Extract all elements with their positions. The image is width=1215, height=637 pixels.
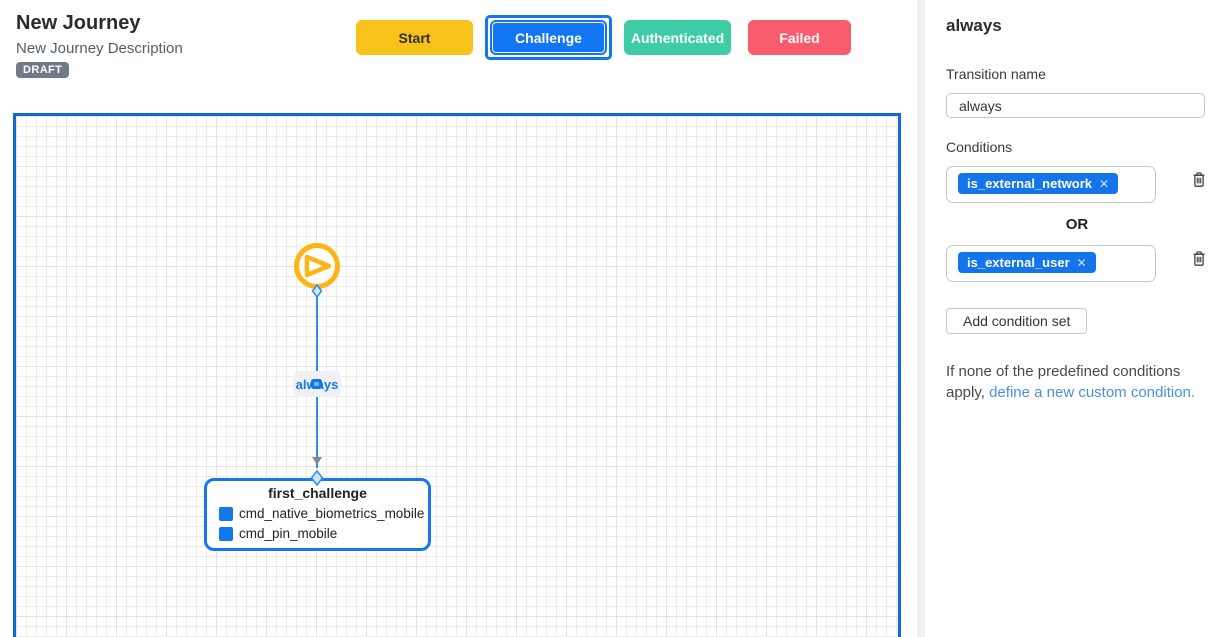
node-item-row[interactable]: cmd_pin_mobile (219, 526, 428, 541)
status-badge: DRAFT (16, 62, 70, 78)
condition-set-input[interactable]: is_external_user ✕ (946, 245, 1156, 282)
page-description: New Journey Description (16, 40, 183, 57)
condition-chip[interactable]: is_external_network ✕ (958, 173, 1119, 194)
command-square-icon (219, 506, 233, 521)
delete-condition-set-button[interactable] (1190, 171, 1208, 189)
edge-source-diamond-icon (311, 283, 323, 299)
command-square-icon (219, 526, 233, 541)
condition-chip[interactable]: is_external_user ✕ (958, 252, 1096, 273)
condition-badge-icon (311, 379, 322, 389)
transition-properties-panel: always Transition name Conditions is_ext… (925, 0, 1215, 637)
node-first-challenge[interactable]: first_challenge cmd_native_biometrics_mo… (204, 478, 431, 551)
node-item-label: cmd_native_biometrics_mobile (239, 506, 425, 521)
close-icon[interactable]: ✕ (1099, 176, 1110, 191)
condition-set-row: is_external_user ✕ (946, 245, 1208, 282)
conditions-section: is_external_network ✕ OR (946, 166, 1208, 282)
play-circle-icon (294, 243, 340, 289)
add-condition-set-button[interactable]: Add condition set (946, 308, 1088, 334)
edge-label-always[interactable]: always (293, 371, 341, 397)
transition-name-label: Transition name (946, 66, 1046, 82)
challenge-state-button[interactable]: Challenge (485, 15, 612, 60)
panel-divider (917, 0, 925, 637)
failed-state-button[interactable]: Failed (748, 20, 851, 55)
condition-chip-label: is_external_network (967, 176, 1093, 191)
custom-condition-note: If none of the predefined conditions app… (946, 362, 1198, 403)
journey-state-toolbar: Start Challenge Authenticated Failed (356, 15, 851, 60)
flow-canvas[interactable]: always first_challenge cmd_native_biomet… (13, 113, 901, 637)
delete-condition-set-button[interactable] (1190, 250, 1208, 268)
conditions-label: Conditions (946, 139, 1013, 155)
node-item-row[interactable]: cmd_native_biometrics_mobile (219, 506, 428, 521)
start-state-button[interactable]: Start (356, 20, 473, 55)
page-title: New Journey (16, 12, 141, 34)
define-custom-condition-link[interactable]: define a new custom condition. (989, 383, 1196, 401)
condition-set-input[interactable]: is_external_network ✕ (946, 166, 1156, 203)
trash-icon (1193, 251, 1205, 266)
note-text: If none of the predefined conditions app… (946, 363, 1181, 401)
close-icon[interactable]: ✕ (1076, 255, 1087, 270)
operator-label: OR (1065, 216, 1089, 233)
edge-arrowhead-icon (312, 457, 322, 465)
node-title: first_challenge (268, 485, 367, 501)
authenticated-state-button[interactable]: Authenticated (624, 20, 731, 55)
panel-title: always (946, 16, 1002, 35)
condition-set-row: is_external_network ✕ (946, 166, 1208, 203)
trash-icon (1193, 172, 1205, 187)
transition-name-input[interactable] (946, 93, 1205, 118)
condition-chip-label: is_external_user (967, 255, 1070, 270)
edge-arrow-layer (310, 457, 324, 487)
play-triangle-icon (304, 254, 332, 278)
node-item-label: cmd_pin_mobile (239, 526, 338, 541)
edge-layer (294, 243, 340, 468)
